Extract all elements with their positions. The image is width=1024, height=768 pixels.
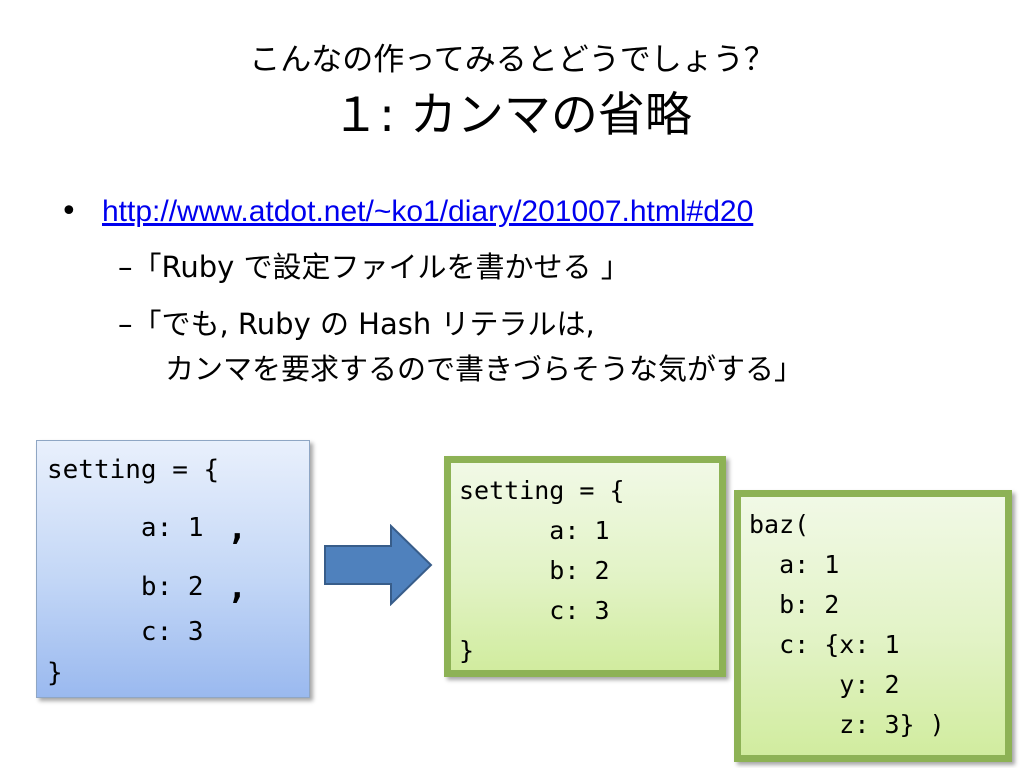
code-before-line-3: b: 2 bbox=[47, 572, 204, 602]
code-before-line-5: } bbox=[47, 658, 63, 688]
code-call-text: baz( a: 1 b: 2 c: {x: 1 y: 2 z: 3} ) bbox=[749, 510, 945, 739]
trailing-comma-a: , bbox=[227, 508, 248, 548]
trailing-comma-b: , bbox=[227, 567, 248, 607]
sub-bullet-2-line1: –「でも, Ruby の Hash リテラルは, bbox=[118, 307, 595, 341]
diary-link[interactable]: http://www.atdot.net/~ko1/diary/201007.h… bbox=[102, 195, 754, 228]
bullet-dot: • bbox=[60, 194, 78, 229]
code-before-line-1: setting = { bbox=[47, 455, 220, 485]
slide-title-line1: こんなの作ってみるとどうでしょう？ bbox=[249, 42, 775, 78]
code-before-line-4: c: 3 bbox=[47, 617, 204, 647]
slide-title-line2: １: カンマの省略 bbox=[332, 88, 692, 143]
code-after-box: setting = { a: 1 b: 2 c: 3 } bbox=[444, 456, 726, 677]
sub-bullet-2-line2: カンマを要求するので書きづらそうな気がする」 bbox=[165, 352, 804, 386]
code-before-line-2: a: 1 bbox=[47, 513, 204, 543]
right-arrow-icon bbox=[324, 524, 433, 606]
code-before-box: setting = { a: 1 , b: 2 , c: 3 } bbox=[36, 440, 310, 698]
sub-bullet-1: –「Ruby で設定ファイルを書かせる 」 bbox=[118, 250, 630, 284]
code-call-box: baz( a: 1 b: 2 c: {x: 1 y: 2 z: 3} ) bbox=[734, 490, 1012, 762]
code-after-text: setting = { a: 1 b: 2 c: 3 } bbox=[459, 476, 625, 665]
